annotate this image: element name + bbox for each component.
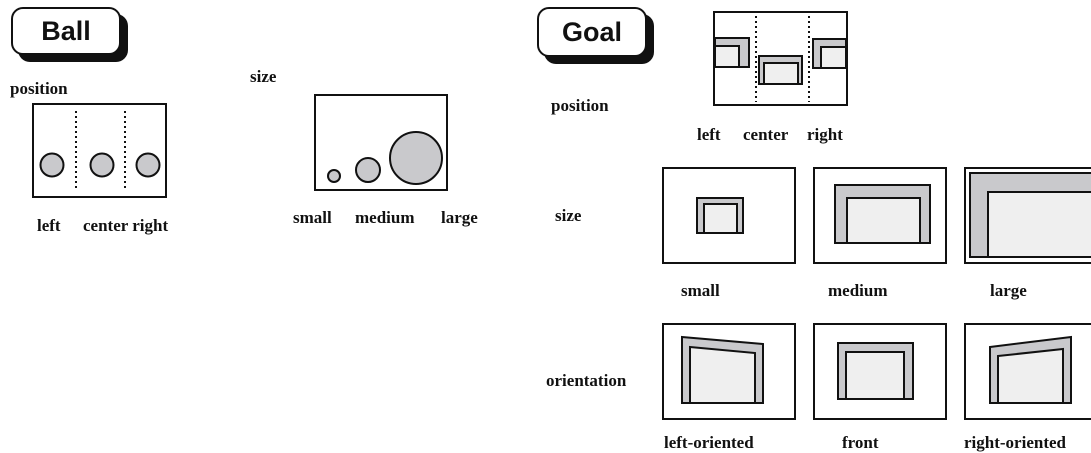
goal-orientation-caption-right: right-oriented: [964, 433, 1066, 452]
goal-left-oriented-inner: [689, 345, 756, 404]
ball-position-label: position: [10, 79, 68, 98]
goal-medium-inner: [846, 197, 921, 244]
ball-position-caption-left: left: [37, 216, 61, 235]
ball-position-frame: [32, 103, 167, 198]
goal-orientation-caption-left: left-oriented: [664, 433, 754, 452]
ball-small-circle: [327, 169, 341, 183]
goal-size-caption-medium: medium: [828, 281, 888, 300]
goal-title: Goal: [537, 7, 647, 57]
goal-size-large-panel: [964, 167, 1091, 264]
goal-center-shape: [758, 55, 803, 85]
goal-position-panel: [713, 11, 848, 106]
ball-size-caption-large: large: [441, 208, 478, 227]
goal-orientation-caption-front: front: [842, 433, 879, 452]
ball-size-label: size: [250, 67, 277, 86]
goal-orientation-front-panel: [813, 323, 947, 420]
ball-large-circle: [389, 131, 443, 185]
goal-small-inner: [703, 203, 738, 234]
ball-position-caption-center-right: center right: [83, 216, 169, 235]
goal-position-caption-center: center: [743, 125, 789, 144]
goal-orientation-left-panel: [662, 323, 796, 420]
goal-right-shape: [812, 38, 847, 69]
ball-size-caption-small: small: [293, 208, 332, 227]
goal-size-caption-small: small: [681, 281, 720, 300]
goal-front-inner: [845, 351, 905, 400]
goal-size-small-panel: [662, 167, 796, 264]
ball-center-circle: [89, 152, 115, 178]
goal-left-shape: [714, 37, 750, 68]
ball-size-panel: [314, 94, 448, 191]
ball-size-caption-medium: medium: [355, 208, 415, 227]
goal-position-caption-left: left: [697, 125, 721, 144]
goal-position-caption-right: right: [807, 125, 843, 144]
ball-right-circle: [135, 152, 161, 178]
ball-medium-circle: [355, 157, 381, 183]
goal-size-label: size: [555, 206, 582, 225]
goal-right-oriented-inner: [997, 347, 1064, 404]
goal-size-medium-panel: [813, 167, 947, 264]
ball-left-circle: [39, 152, 65, 178]
goal-position-label: position: [551, 96, 609, 115]
goal-size-caption-large: large: [990, 281, 1027, 300]
goal-orientation-front-frame: [813, 323, 947, 420]
ball-position-panel: [32, 103, 167, 198]
ball-title: Ball: [11, 7, 121, 55]
goal-orientation-label: orientation: [546, 371, 627, 390]
goal-orientation-right-panel: [964, 323, 1091, 420]
goal-large-inner: [987, 191, 1091, 258]
